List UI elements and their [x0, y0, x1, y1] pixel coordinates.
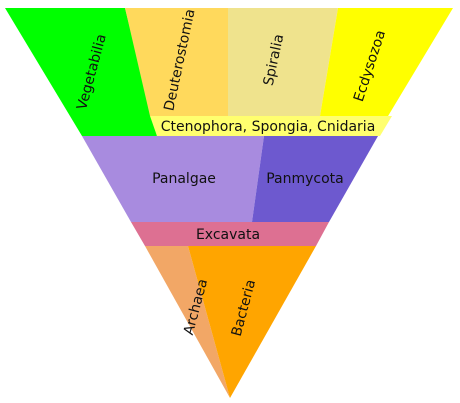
label-basal-animals: Ctenophora, Spongia, Cnidaria: [161, 119, 376, 135]
region-bacteria: [188, 246, 316, 398]
region-archaea: [145, 246, 230, 398]
region-panalgae: [82, 136, 264, 222]
region-vegetabilia: [5, 8, 157, 136]
region-deuterostomia: [125, 8, 228, 116]
region-excavata: [131, 222, 329, 246]
region-panmycota: [252, 136, 378, 222]
label-panmycota: Panmycota: [266, 171, 344, 187]
region-basal-animals: [150, 116, 392, 136]
region-spiralia: [228, 8, 338, 116]
region-ecdysozoa: [310, 8, 453, 136]
label-excavata: Excavata: [196, 227, 260, 243]
label-panalgae: Panalgae: [152, 171, 216, 187]
